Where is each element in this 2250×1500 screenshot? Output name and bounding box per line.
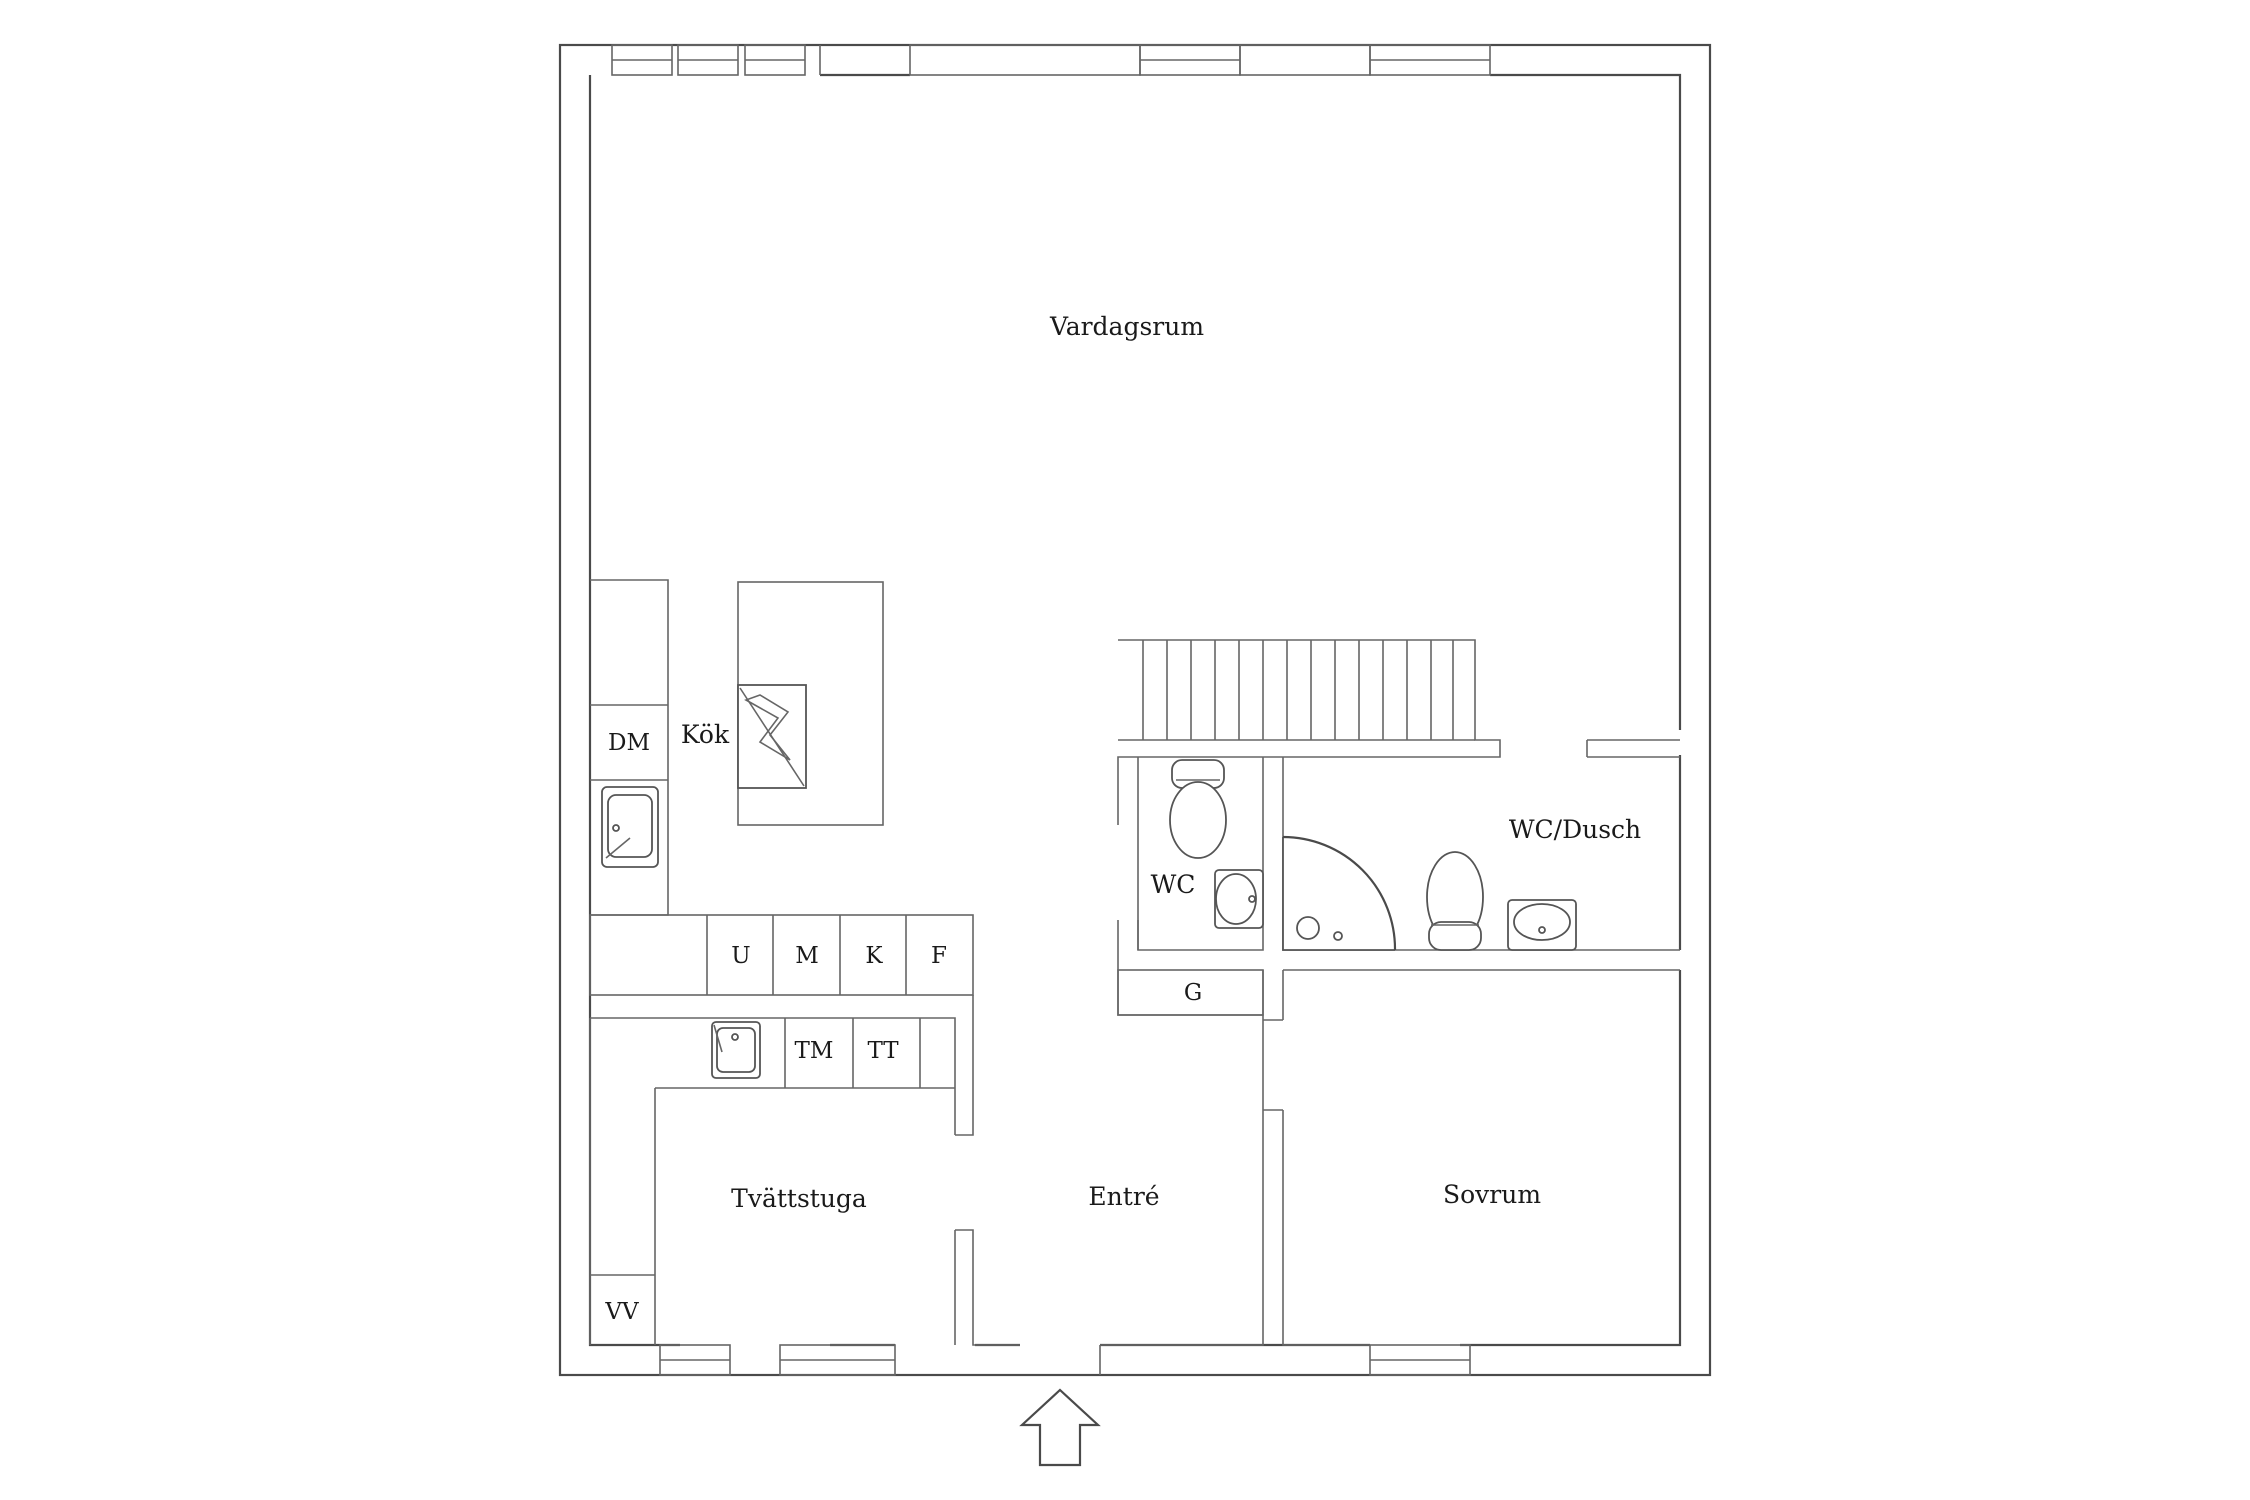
- utility-sink-icon: [711, 1021, 761, 1079]
- interior-walls: [1099, 1020, 1370, 1375]
- room-label-kok: Kök: [681, 720, 730, 749]
- staircase: [1117, 639, 1501, 825]
- room-label-sovrum: Sovrum: [1443, 1180, 1541, 1209]
- appliance-label-g: G: [1184, 980, 1202, 1006]
- appliance-label-tt: TT: [867, 1038, 899, 1064]
- washbasin-icon: [1214, 869, 1264, 929]
- appliance-label-u: U: [731, 943, 750, 969]
- appliance-label-dm: DM: [608, 730, 650, 756]
- appliance-label-m: M: [795, 943, 819, 969]
- room-label-vardagsrum: Vardagsrum: [1049, 312, 1204, 341]
- laundry-counter: [589, 995, 1020, 1346]
- appliance-label-tm: TM: [795, 1038, 834, 1064]
- washbasin-icon-2: [1507, 899, 1577, 951]
- appliance-label-k: K: [865, 943, 883, 969]
- kitchen-sink-icon: [601, 786, 659, 868]
- windows: [611, 44, 1491, 1376]
- appliance-label-f: F: [931, 943, 947, 969]
- outer-walls: [558, 43, 1712, 1377]
- toilet-icon-2: [1426, 851, 1484, 951]
- room-label-wc: WC: [1151, 870, 1196, 899]
- shower-icon: [1282, 835, 1397, 951]
- kitchen-counter: [589, 579, 974, 996]
- room-label-wc-dusch: WC/Dusch: [1509, 815, 1641, 844]
- toilet-icon: [1169, 759, 1227, 859]
- entrance-arrow-icon: [1019, 1388, 1101, 1467]
- appliance-label-vv: VV: [604, 1299, 639, 1325]
- cooktop-icon: [737, 684, 807, 789]
- room-label-entre: Entré: [1088, 1182, 1159, 1211]
- room-label-tvattstuga: Tvättstuga: [731, 1184, 867, 1213]
